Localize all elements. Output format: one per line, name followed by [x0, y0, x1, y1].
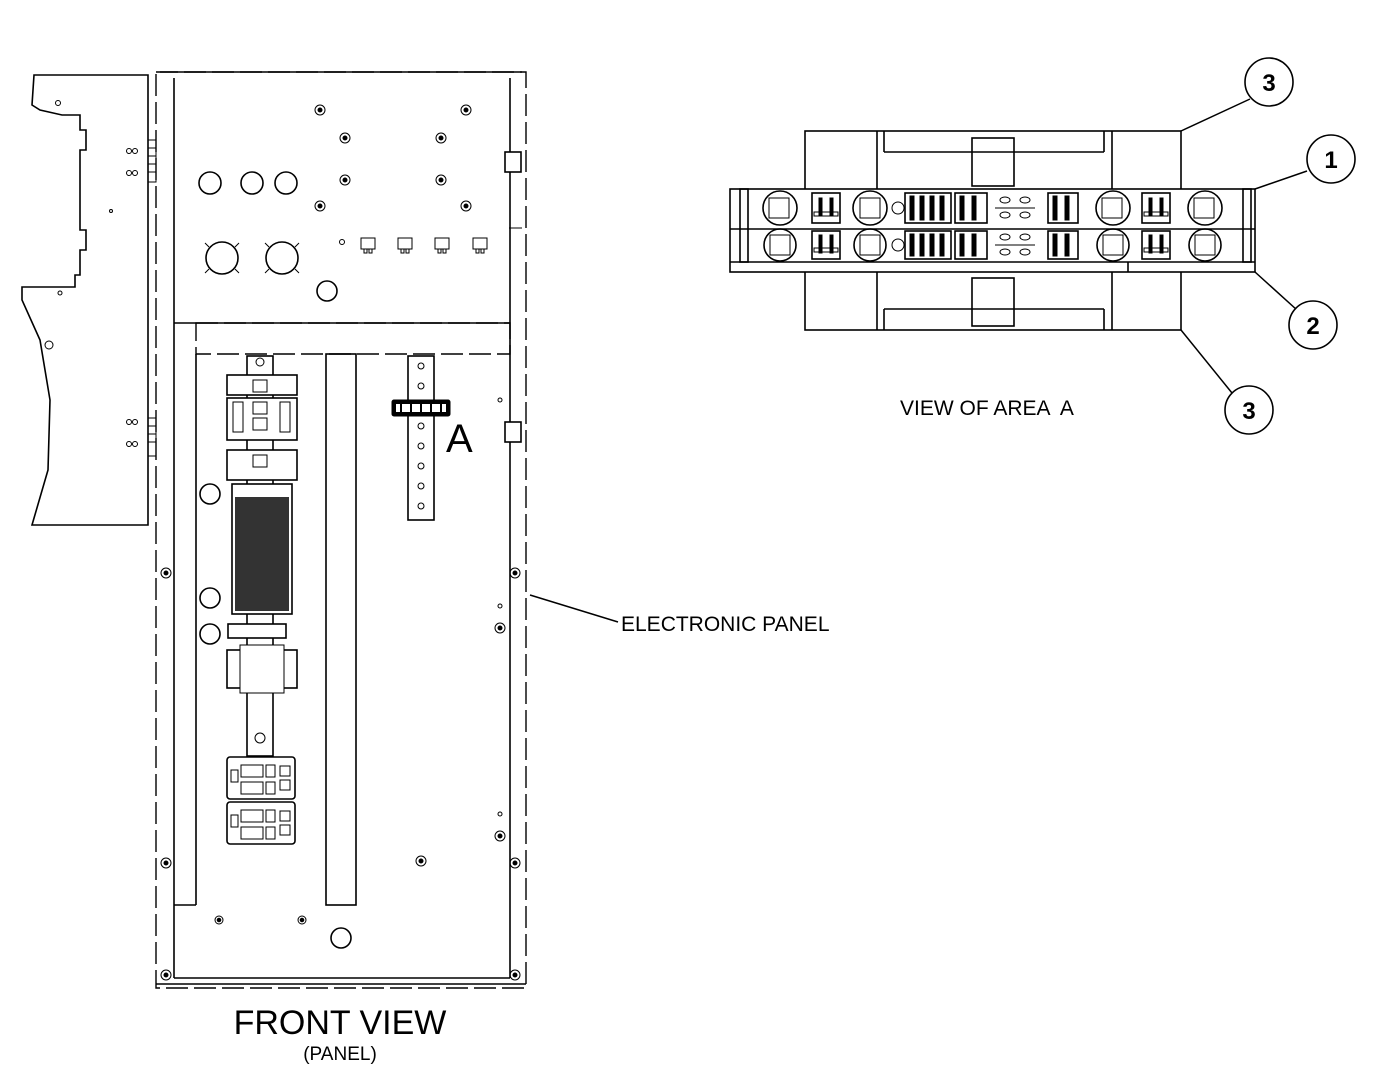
- relay-module-1: [226, 756, 296, 800]
- detail-view-area-a: 3 1 2 3 VIEW OF AREA A: [729, 57, 1356, 435]
- balloon-2: 2: [1288, 300, 1338, 350]
- svg-text:3: 3: [1262, 70, 1275, 97]
- relay-module-2: [226, 801, 296, 845]
- balloon-3-bottom: 3: [1224, 385, 1274, 435]
- terminal-block-cluster: [226, 483, 298, 694]
- svg-text:2: 2: [1306, 313, 1319, 340]
- side-door-panel: [21, 74, 157, 526]
- small-connectors: [360, 237, 488, 254]
- leader-1: [1254, 170, 1308, 190]
- svg-text:1: 1: [1324, 147, 1337, 174]
- gland-left: [204, 241, 240, 275]
- plate-screws: [314, 104, 472, 212]
- lower-sub-panel: [174, 353, 451, 949]
- balloon-3-top: 3: [1244, 57, 1294, 107]
- upper-mounting-plate: [174, 104, 511, 355]
- enclosure-outline: [155, 71, 527, 989]
- enclosure-screws: [160, 397, 521, 981]
- terminal-row-bottom: [763, 228, 1222, 262]
- electronic-panel-label: ELECTRONIC PANEL: [621, 613, 830, 636]
- detail-view-caption: VIEW OF AREA A: [900, 397, 1074, 420]
- front-view-subtitle: (PANEL): [303, 1044, 377, 1065]
- din-rail-area-a: [391, 355, 451, 521]
- svg-text:3: 3: [1242, 398, 1255, 425]
- gland-right: [264, 241, 300, 275]
- area-a-marker: A: [446, 417, 473, 461]
- leader-3-top: [1180, 98, 1251, 132]
- terminal-row-top: [762, 190, 1223, 226]
- breaker-modules: [226, 374, 298, 481]
- leader-3-bottom: [1180, 329, 1233, 394]
- balloon-1: 1: [1306, 134, 1356, 184]
- leader-2: [1254, 271, 1298, 311]
- front-view-title: FRONT VIEW: [234, 1004, 447, 1042]
- electronic-panel-leader: [529, 594, 619, 623]
